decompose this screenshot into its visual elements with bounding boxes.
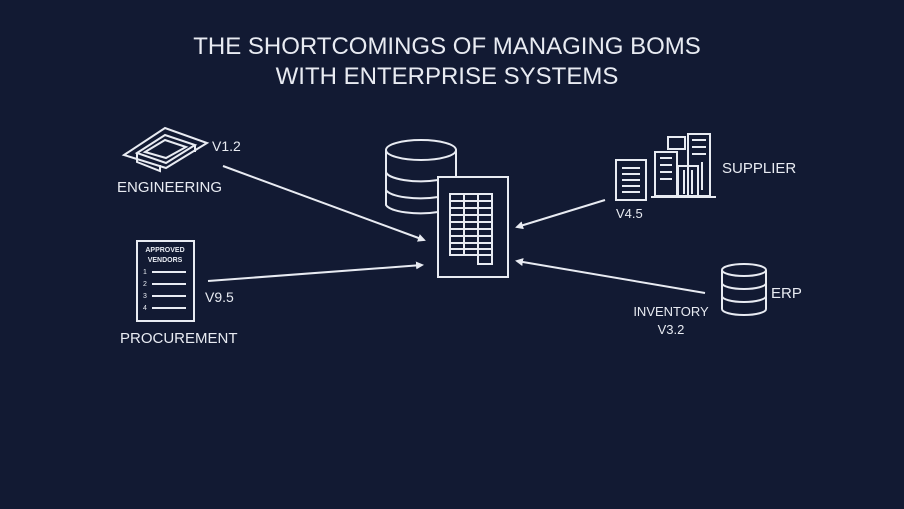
spreadsheet-database-icon [385,139,509,278]
buildings-icon [615,133,716,201]
doc-item: 1 [143,269,147,276]
procurement-label: PROCUREMENT [120,330,238,347]
database-icon [721,263,767,316]
procurement-version: V9.5 [205,289,234,305]
arrow-erp [515,258,706,294]
title-line2: WITH ENTERPRISE SYSTEMS [276,63,619,90]
doc-title1: APPROVED [145,247,184,254]
tray-icon [121,126,210,173]
erp-sublabel: INVENTORY [633,304,709,319]
document-list-icon: APPROVED VENDORS 1 2 3 4 [136,240,195,322]
title-line1: THE SHORTCOMINGS OF MANAGING BOMS [193,33,701,60]
erp-version: V3.2 [658,322,685,337]
doc-item: 3 [143,293,147,300]
engineering-version: V1.2 [212,138,241,154]
doc-title2: VENDORS [148,257,183,264]
doc-item: 4 [143,305,147,312]
arrow-engineering [222,165,426,242]
doc-item: 2 [143,281,147,288]
arrow-procurement [207,261,424,282]
arrow-supplier [515,199,606,230]
supplier-version: V4.5 [616,206,643,221]
engineering-label: ENGINEERING [117,179,222,196]
supplier-label: SUPPLIER [722,160,796,177]
erp-label: ERP [771,285,802,302]
